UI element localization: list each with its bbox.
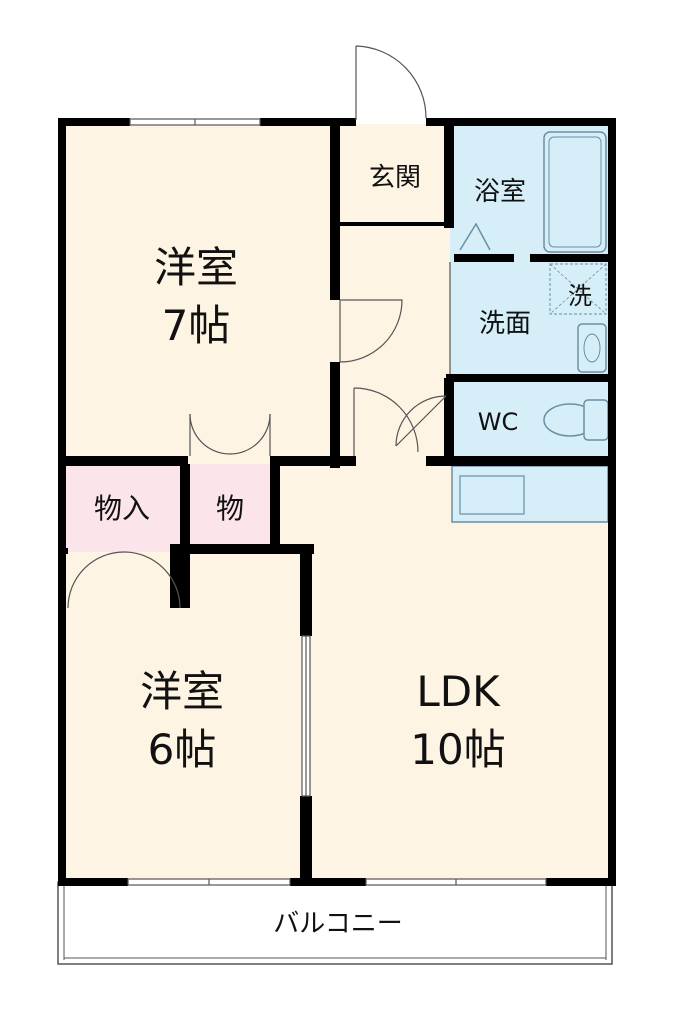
balcony-label: バルコニー: [273, 909, 402, 939]
bathtub-icon: [543, 131, 607, 253]
washer-label: 洗: [568, 282, 592, 310]
western-room-6-size: 6帖: [148, 725, 217, 774]
ldk-area: [278, 460, 612, 880]
western-room-7-name: 洋室: [154, 243, 238, 292]
walls: [58, 118, 616, 886]
toilet-tank-icon: [583, 399, 609, 441]
wc-label: WC: [478, 408, 519, 436]
western-room-7-area: [64, 124, 336, 464]
windows: [127, 118, 547, 886]
bath-door-icon: [459, 222, 491, 251]
closet-small-label: 物: [216, 492, 244, 525]
washroom-label: 洗面: [479, 309, 531, 339]
western-room-7-size: 7帖: [162, 301, 231, 350]
stove-icon: [459, 475, 525, 515]
doors: [67, 45, 451, 609]
closet-large-area: [64, 464, 186, 552]
washer-pan-diagonal: [549, 263, 607, 315]
hall-area: [336, 124, 450, 460]
bathtub-inner-icon: [548, 136, 602, 248]
bath-label: 浴室: [474, 177, 526, 207]
western-room-6-name: 洋室: [140, 667, 224, 716]
washer-pan-icon: [549, 263, 607, 315]
closet-large-label: 物入: [94, 492, 150, 525]
closet-small-area: [186, 464, 278, 550]
sink-bowl-icon: [583, 333, 601, 363]
balcony-outline: [57, 881, 613, 965]
entrance-label: 玄関: [369, 163, 421, 193]
ldk-name: LDK: [416, 667, 501, 716]
sink-icon: [577, 323, 607, 373]
ldk-size: 10帖: [410, 725, 505, 774]
